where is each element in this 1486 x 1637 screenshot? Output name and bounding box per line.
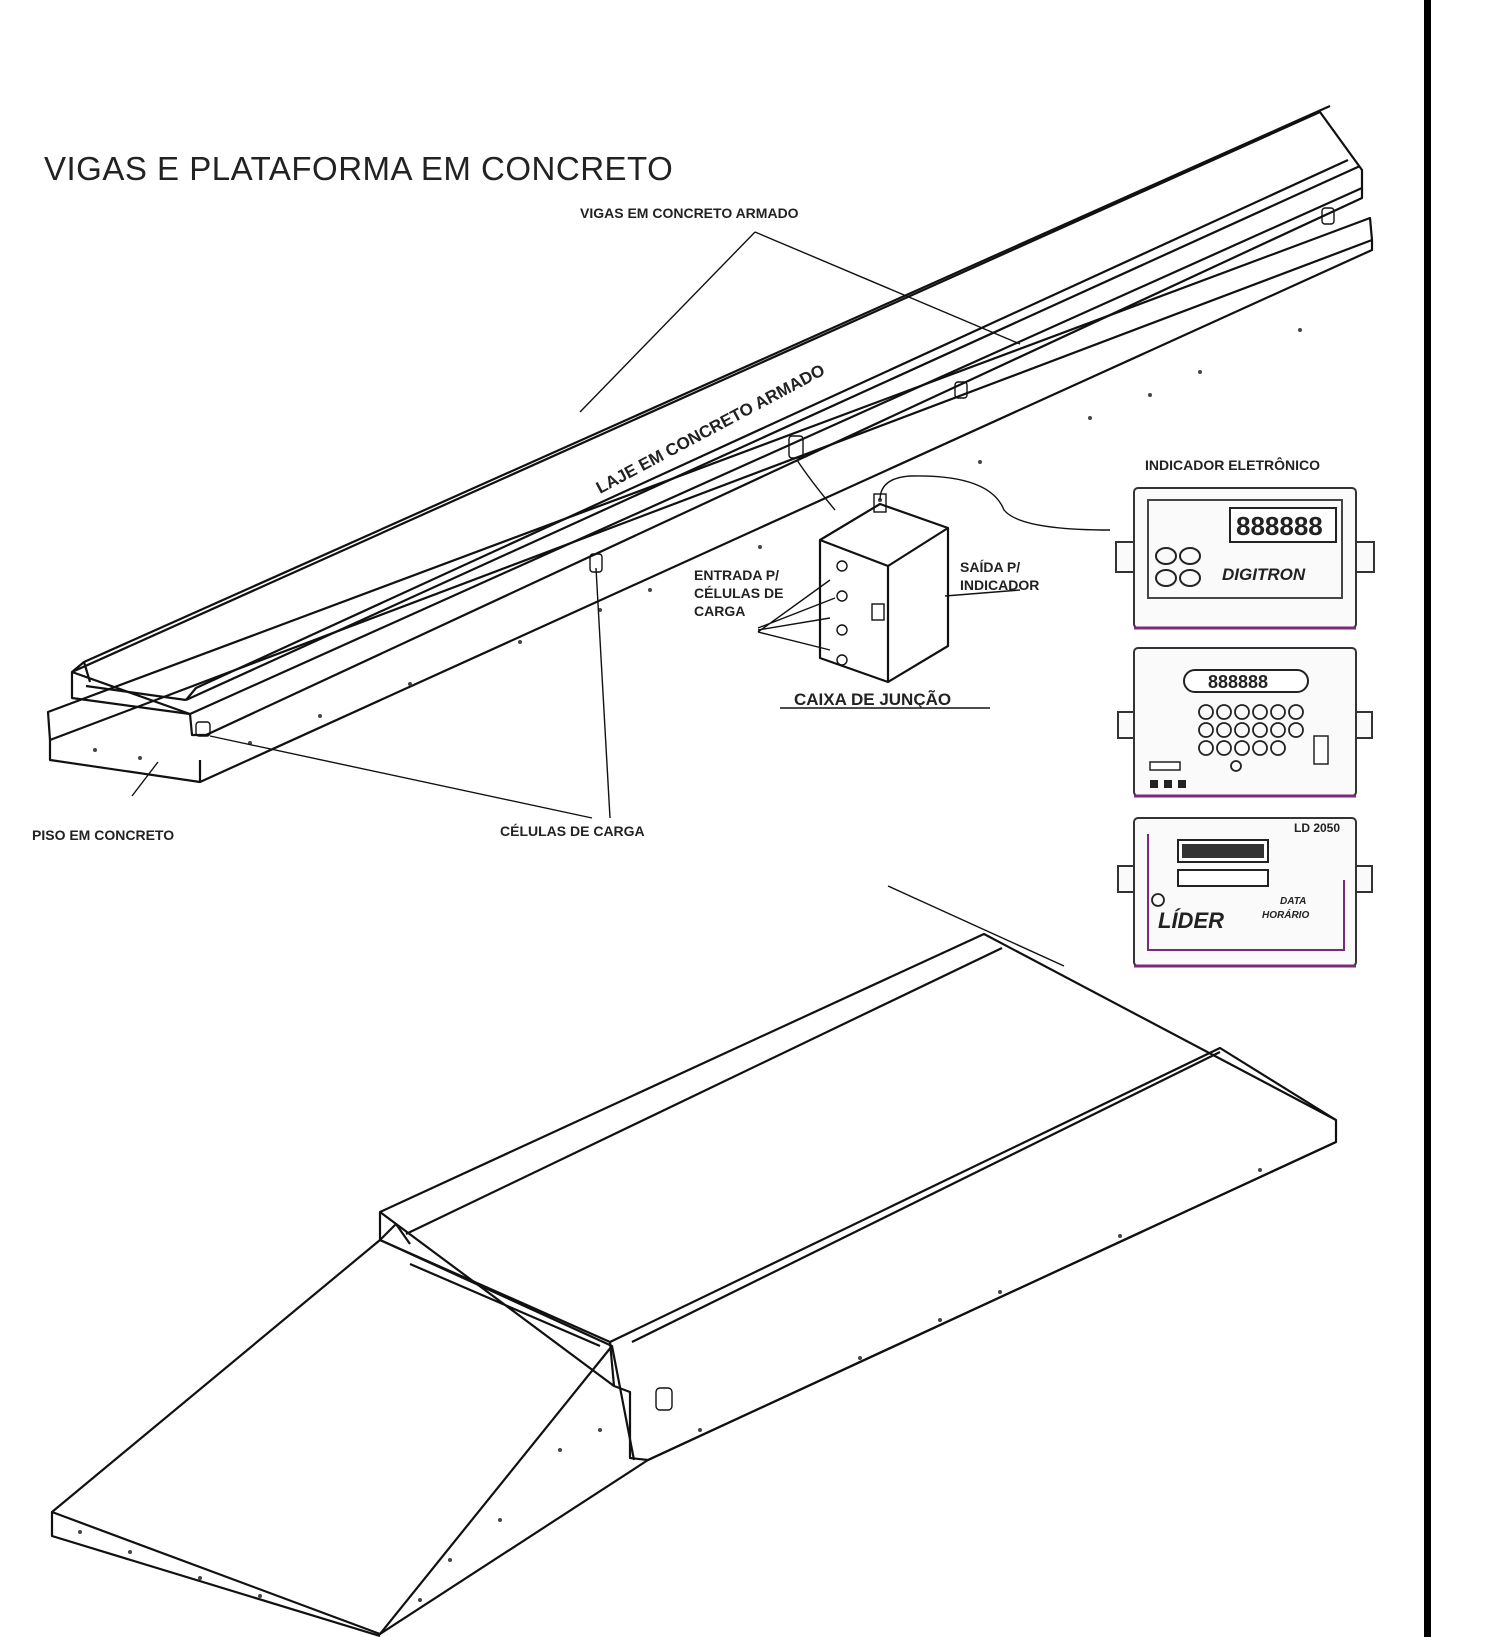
platform-deck [378, 932, 1338, 1462]
piso-label: PISO EM CONCRETO [32, 827, 174, 843]
svg-text:SAÍDA P/: SAÍDA P/ [960, 559, 1020, 575]
ramp [50, 1238, 614, 1636]
svg-text:CÉLULAS DE: CÉLULAS DE [694, 585, 783, 601]
entrada-label: ENTRADA P/ CÉLULAS DE CARGA [694, 567, 783, 619]
lider-brand: LÍDER [1158, 908, 1224, 933]
saida-label: SAÍDA P/ INDICADOR [960, 559, 1039, 593]
keypad-indicator: 888888 [1117, 647, 1373, 798]
digitron-indicator: 888888 DIGITRON [1115, 487, 1375, 630]
indicador-label: INDICADOR ELETRÔNICO [1145, 456, 1320, 473]
lider-model: LD 2050 [1294, 821, 1340, 835]
laje-label: LAJE EM CONCRETO ARMADO [593, 361, 828, 498]
svg-text:HORÁRIO: HORÁRIO [1262, 908, 1309, 921]
lider-indicator: LD 2050 LÍDER DATA HORÁRIO [1117, 817, 1373, 968]
svg-text:ENTRADA P/: ENTRADA P/ [694, 567, 779, 583]
celulas-label: CÉLULAS DE CARGA [500, 823, 645, 839]
vigas-label: VIGAS EM CONCRETO ARMADO [580, 205, 799, 221]
junction-box [818, 493, 950, 684]
caixa-label: CAIXA DE JUNÇÃO [794, 689, 951, 709]
page-title: VIGAS E PLATAFORMA EM CONCRETO [44, 150, 673, 187]
bottom-platform-drawing [50, 885, 1338, 1637]
svg-text:CARGA: CARGA [694, 603, 745, 619]
svg-text:INDICADOR: INDICADOR [960, 577, 1039, 593]
keypad-display: 888888 [1208, 672, 1268, 692]
load-cell-feet [195, 207, 1335, 737]
svg-text:DATA: DATA [1280, 896, 1306, 907]
digitron-brand: DIGITRON [1222, 565, 1306, 584]
page-border [1424, 0, 1431, 1637]
laje-deck [70, 110, 1364, 737]
digitron-display: 888888 [1236, 511, 1323, 541]
